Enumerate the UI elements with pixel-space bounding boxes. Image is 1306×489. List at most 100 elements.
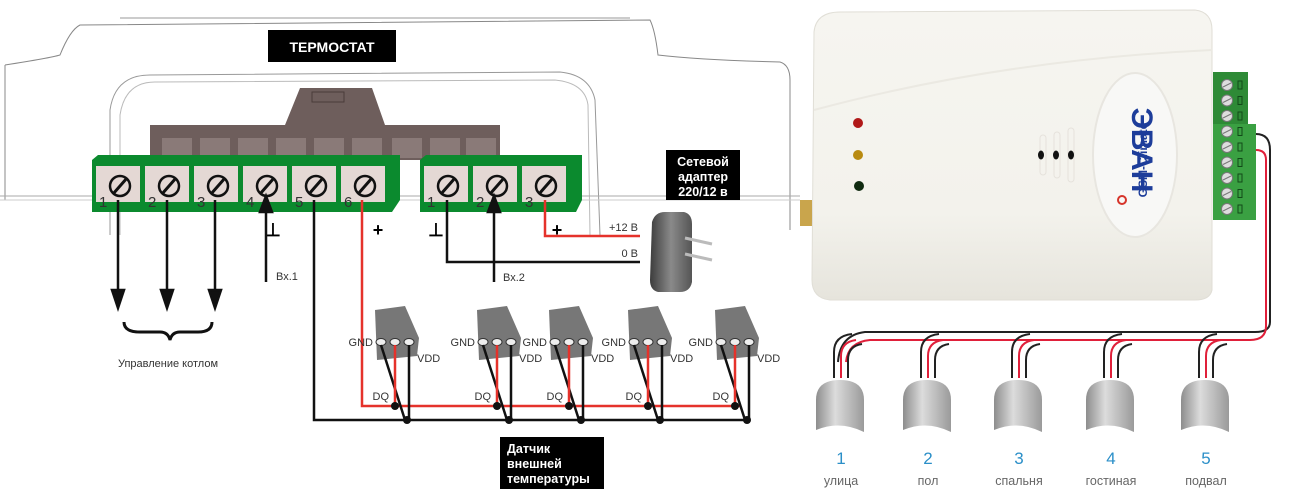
gnd-pin-label: GND xyxy=(523,337,548,349)
junction-dot xyxy=(656,416,664,424)
sensor-number: 2 xyxy=(923,449,932,468)
gnd-pin-label: GND xyxy=(451,337,476,349)
sensor-body-icon xyxy=(994,380,1042,432)
speaker-grille xyxy=(1038,127,1075,183)
sensor-number: 1 xyxy=(836,449,845,468)
brand-flame-icon xyxy=(1117,195,1127,205)
thermostat-title: ТЕРМОСТАТ xyxy=(290,39,375,55)
sensor-caption-line-1: Датчик xyxy=(507,442,551,456)
sensor-number: 4 xyxy=(1106,449,1115,468)
sensor-body-icon xyxy=(549,306,593,360)
vdd-pin-label: VDD xyxy=(670,353,693,365)
connector-slots xyxy=(162,138,496,158)
terminal-number: 2 xyxy=(476,194,484,211)
junction-dot xyxy=(565,402,573,410)
led-yellow xyxy=(853,150,863,160)
terminal-number: 2 xyxy=(148,194,156,211)
block1-terminal-2[interactable]: 2 xyxy=(145,166,189,211)
power-adapter-icon xyxy=(650,212,713,292)
screw-icon xyxy=(206,174,230,198)
ground-sign-block-2: ⊥ xyxy=(428,220,444,240)
logo-badge xyxy=(1092,72,1178,238)
plus-sign-block-1: + xyxy=(373,220,384,240)
terminal-number: 1 xyxy=(99,194,107,211)
block2-terminal-2[interactable]: 2 xyxy=(473,166,517,211)
terminal-number: 3 xyxy=(197,194,205,211)
plus-12v-wire xyxy=(543,200,640,238)
vdd-pin-label: VDD xyxy=(519,353,542,365)
data-bus-wire xyxy=(360,200,740,408)
block1-terminal-1[interactable]: 1 xyxy=(96,166,140,211)
thermostat-title-box xyxy=(268,30,396,62)
sensor-location-label: пол xyxy=(918,474,939,488)
sensor-location-label: гостиная xyxy=(1086,474,1137,488)
terminal-block-2: 1 2 3 xyxy=(420,155,582,212)
sensor-2: 2 пол xyxy=(903,333,951,488)
sensor-body-icon xyxy=(1086,380,1134,432)
terminal-number: 3 xyxy=(525,194,533,211)
zero-volt-wire xyxy=(445,200,640,264)
thermostat-sensor: GND VDD DQ xyxy=(451,306,542,424)
input-2-wire xyxy=(486,192,502,282)
screw-icon xyxy=(108,174,132,198)
sensor-number: 3 xyxy=(1014,449,1023,468)
input-1-label: Вх.1 xyxy=(276,271,298,283)
zero-volt-label: 0 В xyxy=(621,248,638,260)
plus-12v-label: +12 В xyxy=(609,222,638,234)
brand-logo-text: ЭВАН xyxy=(1125,108,1158,193)
screw-icon xyxy=(157,174,181,198)
junction-dot xyxy=(493,402,501,410)
junction-dot xyxy=(403,416,411,424)
sensor-body-icon xyxy=(375,306,419,360)
boiler-control-label: Управление котлом xyxy=(118,358,218,370)
device-body xyxy=(811,9,1213,301)
sensor-caption-box xyxy=(500,437,604,489)
gsm-climate-device-photo: ЭВАН GSM-Climate 1улица2пол3спальня4гост… xyxy=(800,9,1271,488)
sensor-location-label: подвал xyxy=(1185,474,1227,488)
input-1-wire xyxy=(258,192,274,282)
dq-pin-label: DQ xyxy=(626,391,643,403)
thermostat-inner-recess xyxy=(109,71,601,236)
gnd-pin-label: GND xyxy=(349,337,374,349)
sensor-caption-line-2: внешней xyxy=(507,457,562,471)
vdd-pin-label: VDD xyxy=(757,353,780,365)
dq-pin-label: DQ xyxy=(475,391,492,403)
sensor-location-label: спальня xyxy=(995,474,1042,488)
adapter-label-line-2: адаптер xyxy=(678,170,728,184)
terminal-number: 4 xyxy=(246,194,254,211)
dq-pin-label: DQ xyxy=(547,391,564,403)
terminal-number: 6 xyxy=(344,194,352,211)
sensor-body-icon xyxy=(715,306,759,360)
dq-pin-label: DQ xyxy=(713,391,730,403)
device-terminal-block xyxy=(1213,72,1256,220)
junction-dot xyxy=(577,416,585,424)
sensor-caption-line-3: температуры xyxy=(507,472,590,486)
led-red xyxy=(853,118,863,128)
antenna-connector xyxy=(800,200,812,226)
sensor-body-icon xyxy=(903,380,951,432)
adapter-label-line-3: 220/12 в xyxy=(678,185,728,199)
block1-terminal-6[interactable]: 6 xyxy=(341,166,385,211)
block1-terminal-5[interactable]: 5 xyxy=(292,166,336,211)
terminal-number: 1 xyxy=(427,194,435,211)
adapter-label-line-1: Сетевой xyxy=(677,155,729,169)
block1-terminal-3[interactable]: 3 xyxy=(194,166,238,211)
screw-icon xyxy=(534,174,558,198)
junction-dot xyxy=(391,402,399,410)
block2-terminal-3[interactable]: 3 xyxy=(522,166,566,211)
sensor-body-icon xyxy=(628,306,672,360)
screw-icon xyxy=(485,174,509,198)
adapter-label-box xyxy=(666,150,740,200)
sensor-body-icon xyxy=(816,380,864,432)
vdd-pin-label: VDD xyxy=(591,353,614,365)
junction-dot xyxy=(743,416,751,424)
sensor-body-icon xyxy=(1181,380,1229,432)
block2-terminal-1[interactable]: 1 xyxy=(424,166,468,211)
plus-sign-block-2: + xyxy=(552,220,563,240)
vdd-pin-label: VDD xyxy=(417,353,440,365)
